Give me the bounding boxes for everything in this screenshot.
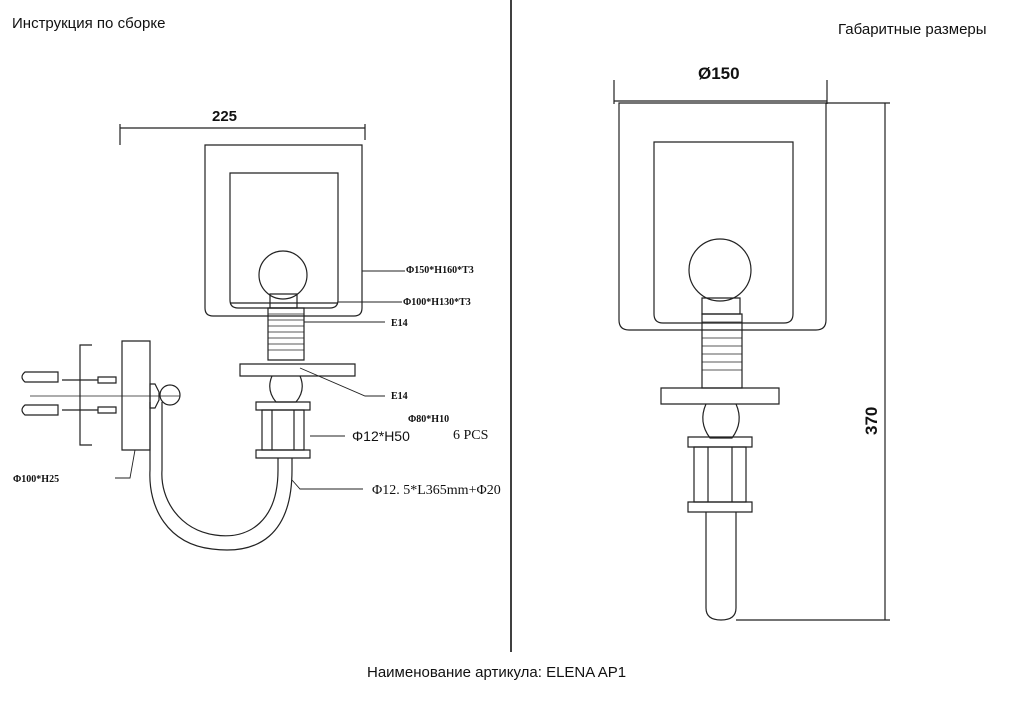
arm-label: Φ12. 5*L365mm+Φ20 [372, 483, 501, 498]
outer-shade [205, 145, 362, 316]
socket [702, 314, 742, 388]
disc [661, 388, 779, 404]
width-dimension: 225 [212, 108, 238, 125]
neck [270, 376, 303, 402]
inner-shade [654, 142, 793, 323]
glass-rods [694, 447, 746, 502]
height-dimension: 370 [862, 406, 881, 435]
diameter-dimension: Ø150 [698, 64, 740, 83]
disc [240, 364, 355, 376]
wall-plate-label: Φ100*H25 [13, 474, 60, 485]
stem [706, 512, 736, 620]
inner-shade-label: Φ100*H130*T3 [403, 297, 471, 308]
bulb-base [270, 294, 297, 308]
wall-plate [122, 341, 150, 450]
glass-rods [262, 410, 304, 450]
socket-label-bottom: E14 [391, 391, 408, 402]
socket-thread [702, 322, 742, 370]
socket-thread [268, 314, 304, 350]
leader-lines [115, 271, 405, 489]
dimension-drawing [614, 80, 890, 620]
socket-label-top: E14 [391, 318, 408, 329]
dowel [22, 372, 58, 382]
rod-holder-bottom [688, 502, 752, 512]
socket [268, 308, 304, 360]
assembly-title: Инструкция по сборке [12, 15, 166, 32]
article-name: Наименование артикула: ELENA AP1 [367, 664, 627, 681]
dowel [22, 405, 58, 415]
screw [98, 407, 116, 413]
disc-label: Φ80*H10 [408, 414, 450, 425]
bulb [689, 239, 751, 301]
dimensions-title: Габаритные размеры [838, 21, 987, 38]
assembly-drawing [22, 124, 405, 550]
ball [160, 385, 180, 405]
glass-rod-label: Φ12*H50 [352, 428, 410, 444]
glass-rod-qty-label: 6 PCS [453, 428, 489, 443]
bulb [259, 251, 307, 299]
arm-outer-edge [150, 402, 292, 550]
outer-shade-label: Φ150*H160*T3 [406, 265, 474, 276]
rod-holder-top [256, 402, 310, 410]
outer-shade [619, 103, 826, 330]
mounting-bracket [80, 345, 92, 445]
inner-shade [230, 173, 338, 308]
neck [703, 404, 739, 438]
screw [98, 377, 116, 383]
arm [162, 402, 278, 536]
rod-holder-bottom [256, 450, 310, 458]
